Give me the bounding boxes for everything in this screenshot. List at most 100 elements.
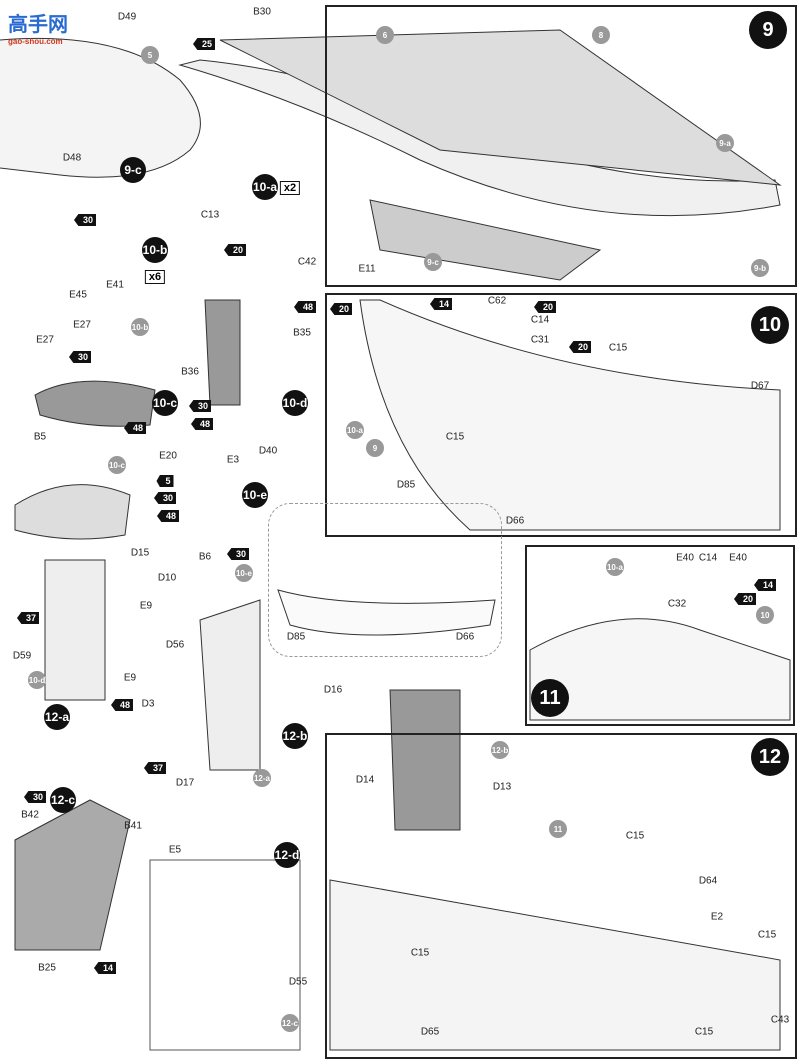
part-D55: D55 xyxy=(288,976,308,988)
step-9-badge: 9 xyxy=(749,11,787,49)
part-C15: C15 xyxy=(757,929,777,941)
ref-5: 5 xyxy=(141,46,159,64)
part-D85: D85 xyxy=(286,631,306,643)
watermark-title: 高手网 xyxy=(8,14,68,36)
paint-37: 37 xyxy=(143,762,167,774)
tube-12a xyxy=(44,559,106,701)
ref-9a: 9-a xyxy=(716,134,734,152)
step-10-panel xyxy=(325,293,797,537)
part-B5: B5 xyxy=(33,431,47,443)
part-E45: E45 xyxy=(69,289,87,301)
part-C15: C15 xyxy=(625,830,645,842)
ref-12b: 12-b xyxy=(491,741,509,759)
part-B35: B35 xyxy=(293,327,311,339)
base-rock xyxy=(369,199,602,281)
paint-30: 30 xyxy=(23,791,47,803)
rails-12d xyxy=(149,859,301,1051)
base-12a xyxy=(14,484,131,540)
substep-10c: 10-c xyxy=(152,390,178,416)
paint-30: 30 xyxy=(73,214,97,226)
paint-14: 14 xyxy=(429,298,453,310)
tower-10d xyxy=(204,299,241,406)
paint-48: 48 xyxy=(293,301,317,313)
step-12-badge: 12 xyxy=(751,738,789,776)
substep-12c: 12-c xyxy=(50,787,76,813)
bow-11 xyxy=(529,618,791,721)
paint-5: 5 xyxy=(156,475,174,487)
part-D40: D40 xyxy=(258,445,278,457)
bow-10 xyxy=(359,299,781,531)
paint-48: 48 xyxy=(123,422,147,434)
part-D59: D59 xyxy=(12,650,32,662)
ref-8: 8 xyxy=(592,26,610,44)
part-E9: E9 xyxy=(123,672,137,684)
part-C15: C15 xyxy=(694,1026,714,1038)
part-D67: D67 xyxy=(750,380,770,392)
part-D64: D64 xyxy=(698,875,718,887)
bow-hull-9c xyxy=(0,37,201,178)
part-D13: D13 xyxy=(492,781,512,793)
step-10-badge: 10 xyxy=(751,306,789,344)
step-11-panel xyxy=(525,545,795,726)
part-D17: D17 xyxy=(175,777,195,789)
part-C62: C62 xyxy=(487,295,507,307)
part-C32: C32 xyxy=(667,598,687,610)
part-E20: E20 xyxy=(159,450,177,462)
part-D3: D3 xyxy=(141,698,155,710)
part-E11: E11 xyxy=(358,263,376,275)
step-11-badge: 11 xyxy=(531,679,569,717)
part-D48: D48 xyxy=(62,152,82,164)
ref-6: 6 xyxy=(376,26,394,44)
part-D10: D10 xyxy=(157,572,177,584)
part-E40: E40 xyxy=(676,552,694,564)
paint-14: 14 xyxy=(93,962,117,974)
paint-30: 30 xyxy=(68,351,92,363)
paint-25: 25 xyxy=(192,38,216,50)
substep-12b: 12-b xyxy=(282,723,308,749)
ref-10b: 10-b xyxy=(131,318,149,336)
step-12-panel xyxy=(325,733,797,1059)
paint-20: 20 xyxy=(329,303,353,315)
part-E3: E3 xyxy=(226,454,240,466)
part-B41: B41 xyxy=(124,820,142,832)
part-C31: C31 xyxy=(530,334,550,346)
tower-12 xyxy=(389,689,461,831)
paint-48: 48 xyxy=(190,418,214,430)
ref-10: 10 xyxy=(756,606,774,624)
part-E27: E27 xyxy=(36,334,54,346)
part-E9: E9 xyxy=(139,600,153,612)
paint-30: 30 xyxy=(153,492,177,504)
substep-10e: 10-e xyxy=(242,482,268,508)
part-C15: C15 xyxy=(445,431,465,443)
part-D65: D65 xyxy=(420,1026,440,1038)
paint-37: 37 xyxy=(16,612,40,624)
watermark-url: gao-shou.com xyxy=(8,37,63,46)
ref-10e: 10-e xyxy=(235,564,253,582)
part-E40: E40 xyxy=(729,552,747,564)
deck-upper xyxy=(219,29,782,186)
part-E41: E41 xyxy=(106,279,124,291)
part-C15: C15 xyxy=(410,947,430,959)
paint-30: 30 xyxy=(226,548,250,560)
step-9-panel xyxy=(325,5,797,287)
ref-9c: 9-c xyxy=(424,253,442,271)
substep-10d: 10-d xyxy=(282,390,308,416)
paint-20: 20 xyxy=(733,593,757,605)
part-D56: D56 xyxy=(165,639,185,651)
detail-inset xyxy=(268,503,502,657)
part-B36: B36 xyxy=(181,366,199,378)
part-D14: D14 xyxy=(355,774,375,786)
hull-side-dash xyxy=(277,589,496,636)
substep-9c: 9-c xyxy=(120,157,146,183)
ref-12c: 12-c xyxy=(281,1014,299,1032)
part-D66: D66 xyxy=(505,515,525,527)
tower-12b xyxy=(199,599,261,771)
qty-x2: x2 xyxy=(279,181,301,195)
ref-12a: 12-a xyxy=(253,769,271,787)
part-B6: B6 xyxy=(198,551,212,563)
base-10c xyxy=(34,380,156,427)
paint-20: 20 xyxy=(223,244,247,256)
ref-9b: 9-b xyxy=(751,259,769,277)
